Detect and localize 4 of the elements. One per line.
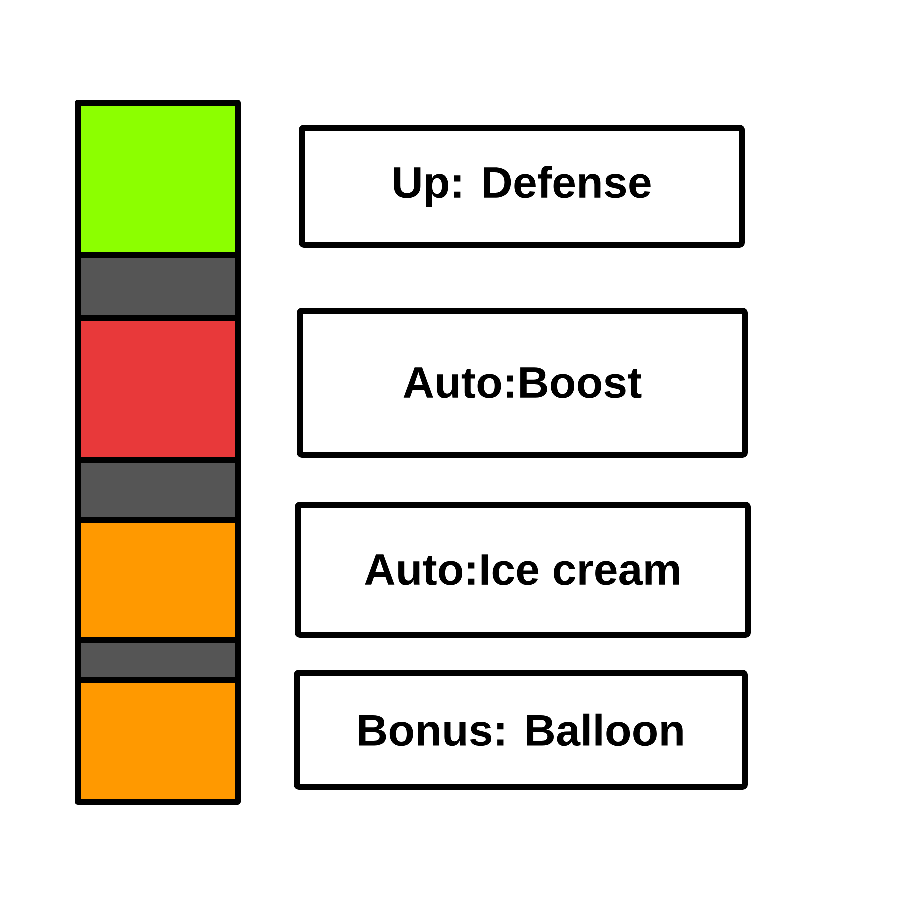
label-box: Bonus: Balloon	[294, 670, 748, 790]
label-box: Auto:Ice cream	[295, 502, 751, 638]
label-box: Auto:Boost	[297, 308, 748, 458]
label-box: Up: Defense	[299, 125, 745, 248]
